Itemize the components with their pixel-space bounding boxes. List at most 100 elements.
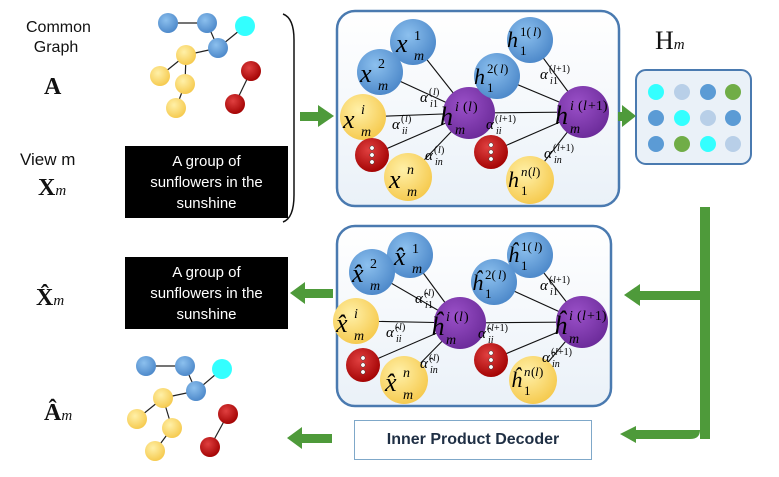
- graph-node-yellow: [175, 74, 195, 94]
- svg-text:x: x: [388, 165, 401, 194]
- graph-node-cyan: [235, 16, 255, 36]
- svg-text:h: h: [508, 167, 519, 192]
- svg-text:α: α: [486, 117, 495, 133]
- svg-text:m: m: [455, 123, 465, 138]
- svg-text:i: i: [455, 100, 459, 115]
- svg-text:x̂: x̂: [351, 259, 364, 288]
- svg-text:2: 2: [370, 257, 377, 272]
- svg-text:(: (: [553, 143, 557, 154]
- svg-text:m: m: [378, 79, 388, 94]
- svg-text:x: x: [359, 59, 372, 88]
- node-hhat-1-n-l: [509, 356, 557, 404]
- node-h-1-2-l: [474, 53, 520, 99]
- embedding-panel: [635, 69, 752, 165]
- graph-node-yellow: [162, 418, 182, 438]
- svg-text:(: (: [487, 323, 491, 334]
- svg-text:+1): +1): [494, 323, 508, 334]
- svg-text:l: l: [553, 275, 556, 286]
- node-xhat-m-2: [349, 249, 395, 295]
- arrow-encoder-to-h: [618, 112, 624, 121]
- graph-node-red: [200, 437, 220, 457]
- svg-text:n: n: [403, 366, 410, 381]
- svg-text:1: 1: [520, 43, 527, 58]
- graph-node-blue: [158, 13, 178, 33]
- svg-text:l: l: [405, 114, 408, 125]
- svg-text:1: 1: [412, 242, 419, 257]
- svg-text:): ): [464, 310, 469, 325]
- svg-text:2: 2: [378, 57, 385, 72]
- svg-text:(: (: [531, 364, 535, 379]
- node-x-m-i: [340, 94, 386, 140]
- graph-node-yellow: [150, 66, 170, 86]
- node-hhat-m-i-l1: [556, 296, 608, 348]
- svg-text:l: l: [399, 322, 402, 333]
- svg-text:i: i: [361, 103, 365, 118]
- node-h-m-i-l: [443, 87, 495, 139]
- svg-text:1: 1: [553, 287, 558, 298]
- svg-text:α: α: [540, 67, 549, 83]
- node-h-1-n-l: [506, 156, 554, 204]
- svg-text:): ): [402, 322, 405, 333]
- svg-text:i: i: [569, 309, 573, 324]
- svg-text:(: (: [424, 288, 428, 299]
- node-hhat-m-i-l: [434, 297, 486, 349]
- svg-text:): ): [473, 100, 478, 115]
- graph-node-red: [241, 61, 261, 81]
- svg-text:ĥ: ĥ: [508, 242, 520, 267]
- svg-text:ĥ: ĥ: [554, 311, 568, 340]
- common-graph-symbol: A: [44, 74, 62, 100]
- arrow-into-decoder: [638, 291, 700, 300]
- svg-text:l: l: [433, 353, 436, 364]
- input-text-line2: sunflowers in the: [150, 173, 263, 191]
- svg-text:x: x: [342, 105, 355, 134]
- common-graph-label-line1: Common: [26, 19, 91, 36]
- svg-text:α: α: [392, 117, 401, 133]
- svg-text:m: m: [569, 332, 579, 347]
- svg-text:+1): +1): [556, 275, 570, 286]
- node-h-m-i-l1: [557, 86, 609, 138]
- svg-text:l: l: [534, 239, 538, 254]
- svg-text:(: (: [549, 64, 553, 75]
- svg-text:): ): [436, 87, 439, 98]
- svg-text:h: h: [440, 102, 453, 131]
- svg-text:+1): +1): [502, 114, 516, 125]
- svg-text:l: l: [428, 288, 431, 299]
- svg-text:l: l: [555, 347, 558, 358]
- svg-text:h: h: [474, 64, 485, 89]
- svg-text:l: l: [582, 309, 586, 324]
- svg-text:ĥ: ĥ: [472, 270, 484, 295]
- reconstructed-graph: [127, 356, 238, 461]
- inner-product-decoder-label: Inner Product Decoder: [386, 431, 560, 448]
- svg-text:h: h: [507, 27, 518, 52]
- input-text-line3: sunshine: [176, 194, 237, 212]
- arrow-into-inner-product: [620, 426, 636, 443]
- svg-text:m: m: [570, 122, 580, 137]
- svg-text:h: h: [555, 101, 568, 130]
- arrow-h-down: [700, 207, 710, 439]
- graph-node-yellow: [145, 441, 165, 461]
- svg-text:l: l: [553, 64, 556, 75]
- svg-text:m: m: [407, 185, 417, 200]
- svg-text:1: 1: [485, 286, 492, 301]
- svg-text:(: (: [577, 309, 582, 324]
- svg-text:l: l: [433, 87, 436, 98]
- recon-x-symbol-main: X̂: [36, 285, 54, 311]
- svg-text:(: (: [549, 275, 553, 286]
- svg-text:1: 1: [553, 76, 558, 87]
- svg-text:): ): [431, 288, 434, 299]
- svg-text:ii: ii: [396, 334, 402, 345]
- svg-text:m: m: [446, 333, 456, 348]
- svg-text:): ): [408, 114, 411, 125]
- output-text-line1: A group of: [172, 263, 241, 281]
- arrow-into-encoder: [300, 112, 320, 121]
- output-text-box: A group of sunflowers in the sunshine: [125, 257, 288, 329]
- node-h-1-1-l: [507, 17, 553, 63]
- graph-node-blue: [186, 381, 206, 401]
- svg-text:l: l: [498, 267, 502, 282]
- svg-text:1: 1: [433, 99, 438, 110]
- svg-text:i: i: [425, 300, 428, 311]
- h-symbol-main: H: [655, 26, 674, 55]
